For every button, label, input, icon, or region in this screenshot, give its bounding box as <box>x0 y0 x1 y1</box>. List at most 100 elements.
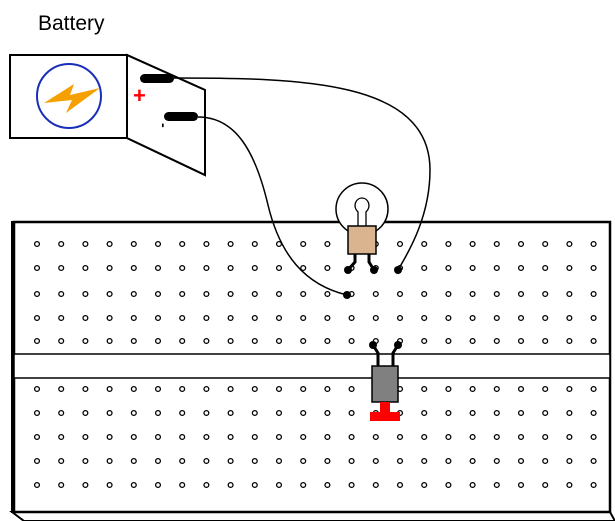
breadboard-hole <box>396 433 404 441</box>
breadboard-hole <box>324 433 331 441</box>
breadboard-hole <box>227 290 234 298</box>
breadboard-hole <box>130 314 137 322</box>
wire-positive-to-lamp <box>173 77 431 271</box>
breadboard-hole <box>130 409 137 417</box>
breadboard-hole <box>445 457 452 465</box>
breadboard-hole <box>300 385 307 393</box>
breadboard-hole <box>251 337 258 345</box>
breadboard-hole <box>348 409 355 417</box>
breadboard-hole <box>324 264 331 272</box>
breadboard-hole <box>82 409 89 417</box>
breadboard-hole <box>275 290 283 298</box>
breadboard-hole <box>275 457 283 465</box>
switch-body <box>371 365 399 403</box>
breadboard-hole <box>396 240 404 248</box>
breadboard-hole <box>445 264 452 272</box>
breadboard-hole <box>445 337 452 345</box>
breadboard-hole <box>82 290 89 298</box>
breadboard-hole <box>542 337 549 345</box>
breadboard-hole <box>396 314 404 322</box>
breadboard-hole <box>300 457 307 465</box>
breadboard-hole <box>469 264 476 272</box>
breadboard-hole <box>203 240 210 248</box>
breadboard-hole <box>517 290 525 298</box>
lightning-bolt-icon <box>44 84 100 113</box>
wires <box>173 77 431 296</box>
breadboard-hole <box>566 290 573 298</box>
breadboard-hole <box>348 337 355 345</box>
breadboard-hole <box>590 264 597 272</box>
breadboard-hole <box>275 314 283 322</box>
breadboard-hole <box>179 385 186 393</box>
breadboard-hole <box>396 481 404 489</box>
breadboard-hole <box>372 314 379 322</box>
breadboard-hole <box>469 409 476 417</box>
breadboard-hole <box>300 240 307 248</box>
breadboard-hole <box>154 409 162 417</box>
pushbutton-switch <box>369 341 402 421</box>
breadboard-hole <box>493 337 500 345</box>
breadboard-hole <box>106 433 113 441</box>
breadboard-hole <box>493 290 500 298</box>
breadboard-hole <box>33 337 41 345</box>
breadboard-hole <box>517 481 525 489</box>
breadboard-hole <box>542 290 549 298</box>
breadboard-hole <box>300 337 307 345</box>
breadboard-hole <box>493 457 500 465</box>
breadboard-hole <box>179 337 186 345</box>
breadboard-hole <box>106 409 113 417</box>
lamp-lead-right-end <box>370 266 378 274</box>
breadboard-hole <box>469 337 476 345</box>
breadboard-hole <box>590 337 597 345</box>
breadboard-hole <box>566 337 573 345</box>
breadboard-hole <box>275 433 283 441</box>
breadboard-hole <box>130 433 137 441</box>
breadboard-hole <box>58 337 65 345</box>
breadboard-hole <box>154 240 162 248</box>
breadboard-hole <box>396 457 404 465</box>
breadboard-hole <box>542 264 549 272</box>
breadboard-hole <box>493 433 500 441</box>
breadboard-hole <box>179 240 186 248</box>
positive-terminal <box>140 74 174 83</box>
breadboard-hole <box>590 240 597 248</box>
breadboard-hole <box>469 314 476 322</box>
breadboard-hole <box>82 481 89 489</box>
breadboard-hole <box>493 240 500 248</box>
breadboard-hole <box>517 457 525 465</box>
lamp-lead-left-end <box>344 266 352 274</box>
breadboard-hole <box>82 240 89 248</box>
breadboard-hole <box>300 314 307 322</box>
breadboard-hole <box>203 409 210 417</box>
breadboard-hole <box>517 337 525 345</box>
breadboard-hole <box>154 337 162 345</box>
breadboard-hole <box>154 290 162 298</box>
breadboard-hole <box>566 481 573 489</box>
breadboard-hole <box>300 433 307 441</box>
breadboard-hole <box>251 385 258 393</box>
breadboard-hole <box>469 457 476 465</box>
breadboard-hole <box>275 409 283 417</box>
breadboard-hole <box>324 290 331 298</box>
breadboard-hole <box>396 290 404 298</box>
switch-lead-right-end <box>394 341 402 349</box>
breadboard-hole <box>203 314 210 322</box>
breadboard-hole <box>542 385 549 393</box>
breadboard-bottom-edge <box>9 511 615 521</box>
breadboard-hole <box>566 409 573 417</box>
breadboard-hole <box>590 409 597 417</box>
breadboard-hole <box>251 240 258 248</box>
breadboard-hole <box>58 290 65 298</box>
breadboard-hole <box>421 457 428 465</box>
breadboard-hole <box>33 409 41 417</box>
breadboard-hole <box>421 409 428 417</box>
breadboard-hole <box>590 457 597 465</box>
breadboard-hole <box>445 290 452 298</box>
breadboard-hole <box>179 290 186 298</box>
breadboard-hole <box>324 240 331 248</box>
breadboard-hole <box>82 433 89 441</box>
breadboard-hole <box>154 264 162 272</box>
breadboard-hole <box>275 481 283 489</box>
breadboard-hole <box>590 385 597 393</box>
breadboard-hole <box>130 264 137 272</box>
